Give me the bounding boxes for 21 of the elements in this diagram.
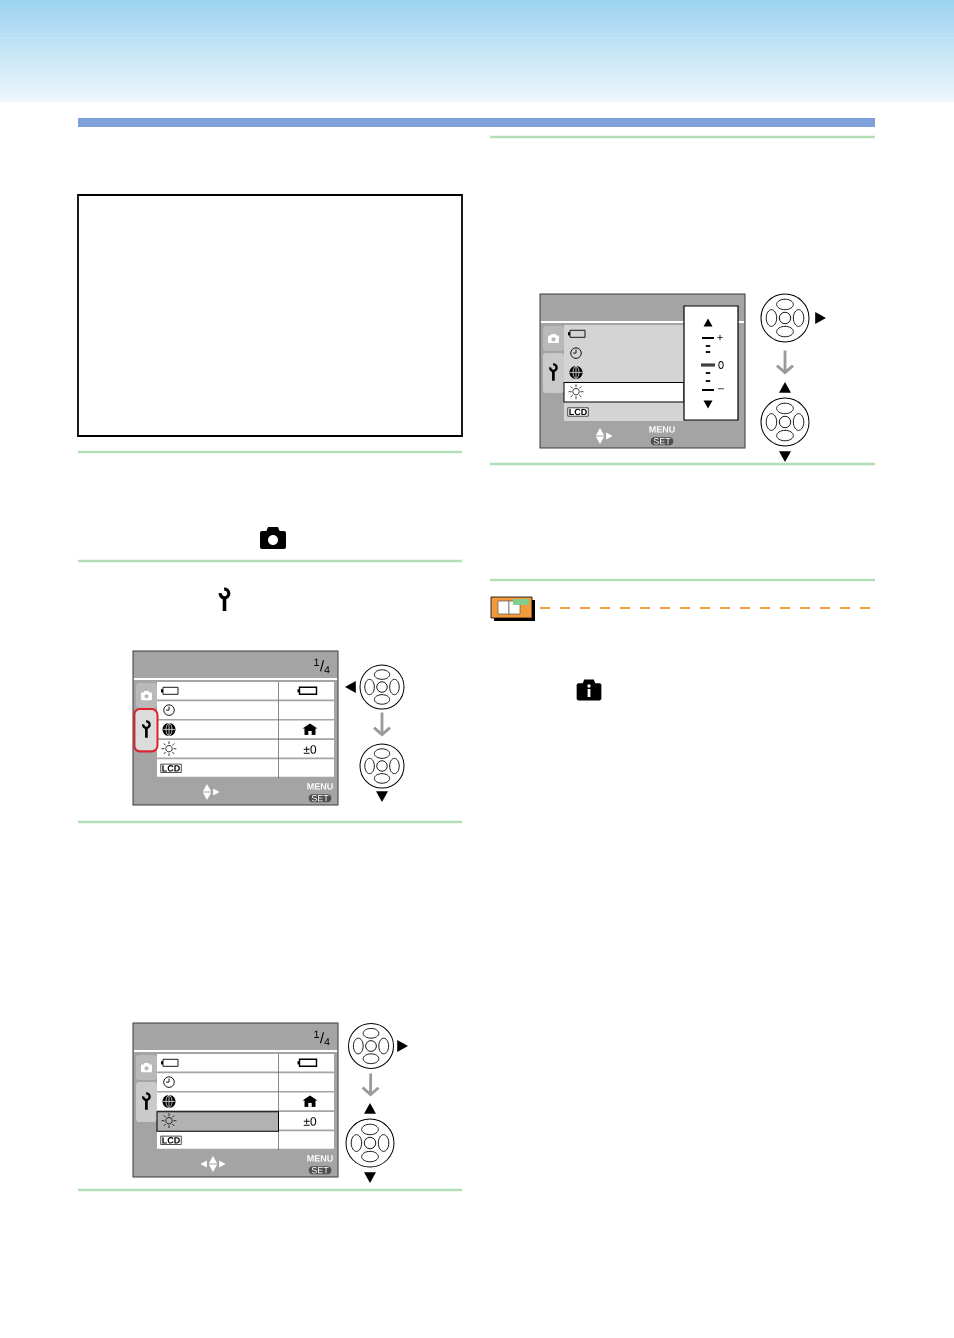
arrow <box>776 350 794 375</box>
menu-label: MENU <box>649 426 675 433</box>
arrow <box>361 1073 380 1097</box>
value-label: ±0 <box>303 745 317 754</box>
value-label: ±0 <box>303 1117 317 1126</box>
lcd-label: LCD <box>567 407 589 417</box>
control-pad <box>348 1023 408 1069</box>
set-label: SET <box>650 437 674 446</box>
set-label: SET <box>308 794 332 803</box>
control-pad <box>760 382 810 462</box>
scale-label: 0 <box>718 361 724 369</box>
set-label: SET <box>308 1166 332 1175</box>
control-pad <box>345 1103 395 1183</box>
lcd-label: LCD <box>160 1135 182 1145</box>
lcd-label: LCD <box>160 763 182 773</box>
scale-label: + <box>717 334 723 341</box>
arrow <box>373 712 391 737</box>
control-pad <box>345 664 405 710</box>
scale-label: – <box>717 388 725 390</box>
control-pad <box>760 293 826 343</box>
control-pad <box>359 743 405 802</box>
